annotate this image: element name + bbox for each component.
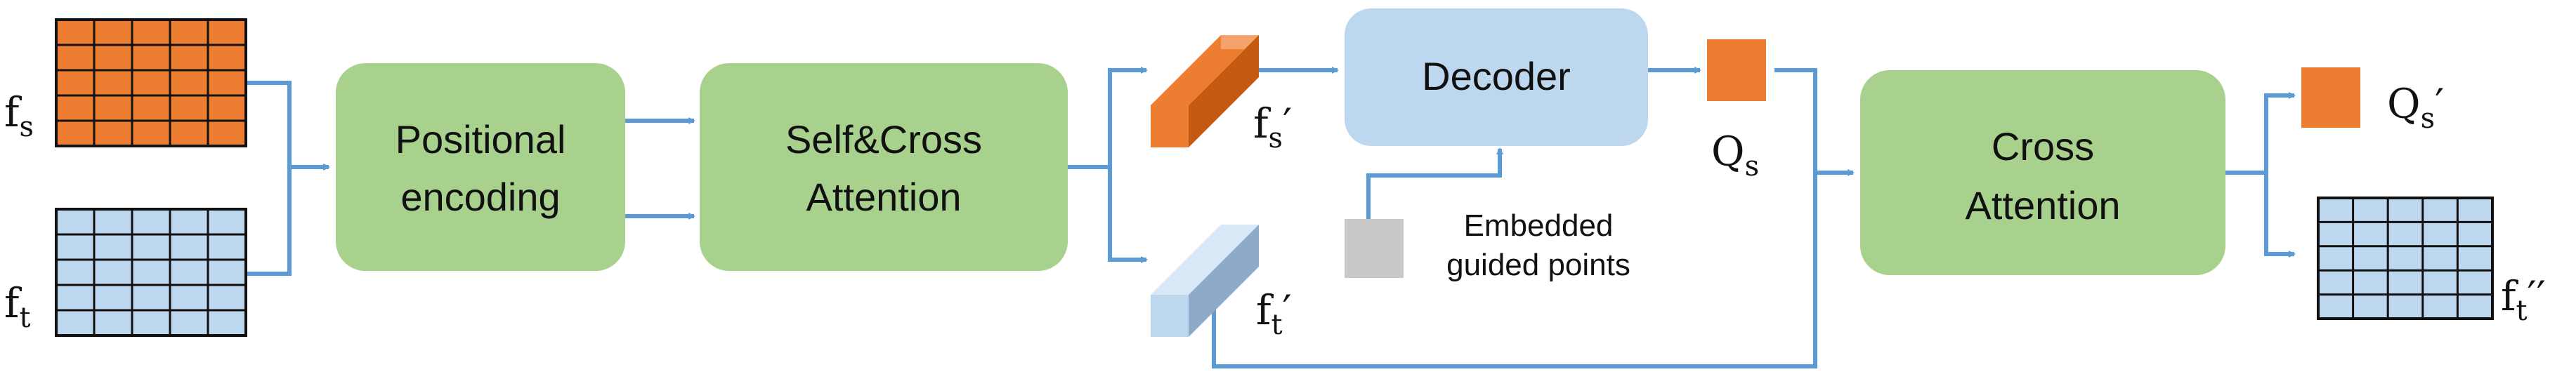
connectors [247, 67, 2296, 368]
arrow-ft-prime-to-cross [1212, 173, 1817, 368]
ft-double-prime-feature-grid [2317, 197, 2494, 320]
arrow-qs-to-cross [1774, 68, 1855, 176]
label-ft-double-prime: ft′′ [2501, 272, 2546, 327]
grid-background [2317, 197, 2494, 320]
ft-feature-grid [55, 208, 247, 337]
fs-feature-grid [55, 18, 247, 147]
positional-encoding-label-line1: Positional [395, 117, 566, 161]
self-cross-attention-box [700, 63, 1068, 271]
label-fs-prime: fs′ [1253, 100, 1292, 154]
label-fs: fs [4, 88, 34, 143]
qs-square [1707, 39, 1766, 101]
label-ft-prime: ft′ [1256, 286, 1292, 341]
arrow-embedded-to-decoder [1366, 147, 1503, 219]
arrow-ft-to-merge [247, 167, 292, 276]
embedded-label-line1: Embedded [1464, 208, 1614, 243]
cross-attention-label-line1: Cross [1992, 124, 2094, 168]
arrow-fs-to-merge [247, 81, 292, 167]
arrow-split-to-qs-prime [2264, 92, 2296, 173]
cross-attention-box [1860, 70, 2225, 275]
positional-encoding-box [336, 63, 625, 271]
label-qs: Qs [1711, 128, 1759, 182]
cross-attention-label-line2: Attention [1965, 183, 2120, 227]
label-ft: ft [4, 279, 31, 334]
decoder-box [1345, 8, 1648, 146]
arrow-split-to-ft-dprime [2264, 173, 2296, 258]
self-cross-attention-label-line1: Self&Cross [785, 117, 982, 161]
decoder-label: Decoder [1422, 54, 1571, 98]
positional-encoding-label-line2: encoding [400, 175, 560, 219]
self-cross-attention-label-line2: Attention [806, 175, 961, 219]
fs-prime-prism [1151, 35, 1259, 147]
embedded-label-line2: guided points [1446, 248, 1630, 282]
grid-background [55, 208, 247, 337]
embedded-guided-points-square [1345, 219, 1404, 278]
ft-prime-prism [1151, 225, 1259, 337]
arrow-split-to-ft-prime [1108, 167, 1148, 263]
label-qs-prime: Qs′ [2387, 80, 2444, 135]
arrow-split-to-fs-prime [1108, 67, 1148, 167]
grid-background [55, 18, 247, 147]
qs-prime-square [2301, 67, 2360, 128]
